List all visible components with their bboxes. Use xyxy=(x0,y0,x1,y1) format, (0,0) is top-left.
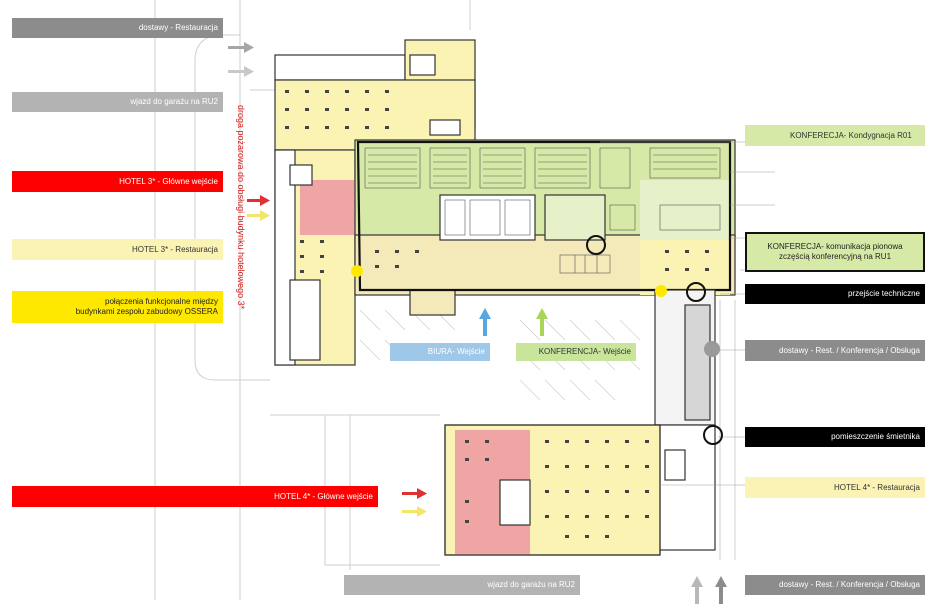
label-hotel3-wejscie: HOTEL 3* - Główne wejście xyxy=(12,171,223,192)
fire-road-label: droga pożarowa do obsługi budynku hotelo… xyxy=(236,105,246,310)
label-wjazd-garaz-top: wjazd do garażu na RU2 xyxy=(12,92,223,112)
arrow-up-icon xyxy=(691,576,703,604)
label-hotel4-restauracja: HOTEL 4* - Restauracja xyxy=(745,477,925,498)
label-konferencja-wejscie: KONFERENCJA- Wejście xyxy=(516,343,636,361)
label-przejscie-techniczne: przejście techniczne xyxy=(745,284,925,304)
arrow-right-icon xyxy=(228,66,254,77)
arrow-right-icon xyxy=(247,210,270,221)
label-biura-wejscie: BIURA- Wejście xyxy=(390,343,490,361)
hotel3-building xyxy=(274,39,476,366)
label-dostawy-rko-bottom: dostawy - Rest. / Konferencja / Obsługa xyxy=(745,575,925,595)
arrow-right-icon xyxy=(247,195,270,206)
label-pomieszczenie-smietnika: pomieszczenie śmietnika xyxy=(745,427,925,447)
label-konferencja-r01: KONFERECJA- Kondygnacja R01 xyxy=(745,125,925,146)
circle-marker-icon xyxy=(586,235,606,255)
arrow-right-icon xyxy=(402,488,427,499)
label-hotel4-wejscie: HOTEL 4* - Główne wejście xyxy=(12,486,378,507)
arrow-right-icon xyxy=(228,42,254,53)
arrow-right-icon xyxy=(402,506,427,517)
service-wing xyxy=(654,289,716,551)
arrow-up-icon xyxy=(536,308,548,336)
circle-marker-icon xyxy=(703,425,723,445)
arrow-up-icon xyxy=(479,308,491,336)
label-polaczenia: połączenia funkcjonalne między budynkami… xyxy=(12,291,223,323)
label-hotel3-restauracja: HOTEL 3* - Restauracja xyxy=(12,239,223,260)
yellow-dot-icon xyxy=(655,285,667,297)
label-wjazd-garaz-bottom: wjazd do garażu na RU2 xyxy=(344,575,580,595)
tables xyxy=(285,90,709,538)
conference-building xyxy=(354,139,736,316)
circle-marker-icon xyxy=(704,341,720,357)
label-dostawy-restauracja: dostawy - Restauracja xyxy=(12,18,223,38)
arrow-up-icon xyxy=(715,576,727,604)
circle-marker-icon xyxy=(686,282,706,302)
label-konferencja-komunikacja: KONFERECJA- komunikacja pionowa zczęścią… xyxy=(745,232,925,272)
label-dostawy-rko-right: dostawy - Rest. / Konferencja / Obsługa xyxy=(745,340,925,361)
hotel4-building xyxy=(444,424,661,556)
yellow-dot-icon xyxy=(351,265,363,277)
